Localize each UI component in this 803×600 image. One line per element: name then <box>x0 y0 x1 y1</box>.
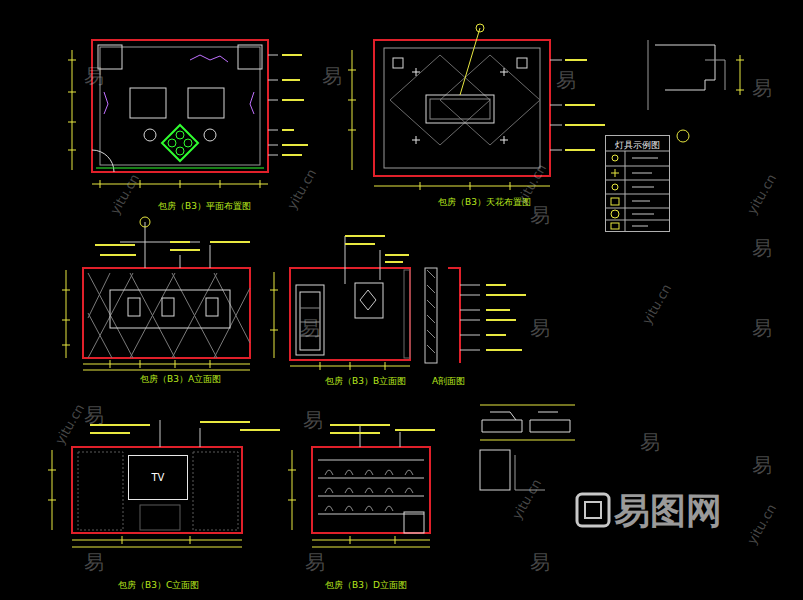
watermark: yitu.cn <box>745 502 778 547</box>
drawing-caption: A剖面图 <box>432 377 465 386</box>
watermark: yitu.cn <box>108 172 141 217</box>
drawing-caption: 包房（B3）C立面图 <box>118 581 199 590</box>
watermark: 易 <box>305 552 325 572</box>
watermark: 易 <box>322 66 342 86</box>
watermark: 易 <box>300 318 320 338</box>
drawing-caption: 包房（B3）A立面图 <box>140 375 221 384</box>
watermark: 易 <box>84 405 104 425</box>
tv-box: TV <box>128 455 188 500</box>
watermark: 易 <box>752 238 772 258</box>
watermark: 易 <box>556 70 576 90</box>
drawing-caption: 包房（B3）B立面图 <box>325 377 406 386</box>
watermark: 易 <box>752 78 772 98</box>
watermark: 易 <box>530 552 550 572</box>
watermark: 易 <box>303 410 323 430</box>
watermark: yitu.cn <box>640 282 673 327</box>
watermark: yitu.cn <box>745 172 778 217</box>
watermark: 易 <box>84 66 104 86</box>
watermark-logo: 易图网 <box>614 493 722 529</box>
node-text: TV <box>131 472 185 483</box>
drawing-caption: 包房（B3）D立面图 <box>325 581 407 590</box>
legend-table: 灯具示例图 <box>605 135 670 232</box>
watermark: 易 <box>752 318 772 338</box>
watermark: yitu.cn <box>53 402 86 447</box>
watermark: 易 <box>640 432 660 452</box>
node-text: 灯具示例图 <box>608 139 667 152</box>
watermark: 易 <box>752 455 772 475</box>
watermark: 易 <box>84 552 104 572</box>
watermark: 易 <box>530 205 550 225</box>
watermark: 易 <box>530 318 550 338</box>
watermark: yitu.cn <box>285 167 318 212</box>
drawing-caption: 包房（B3）平面布置图 <box>158 202 251 211</box>
